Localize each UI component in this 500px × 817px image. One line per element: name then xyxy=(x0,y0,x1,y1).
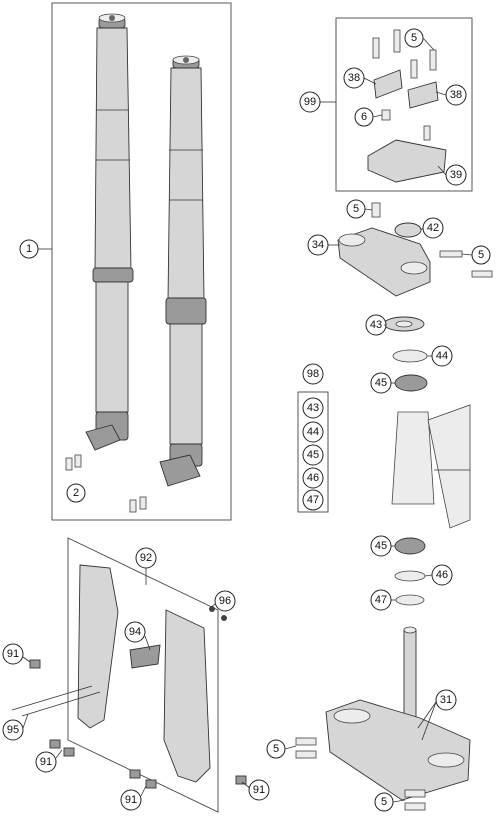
svg-text:2: 2 xyxy=(73,487,79,499)
callout-34: 34 xyxy=(307,234,329,256)
leader-lines xyxy=(22,37,473,803)
svg-text:42: 42 xyxy=(427,222,439,234)
fork-group-frame xyxy=(51,2,232,521)
svg-text:45: 45 xyxy=(375,540,387,552)
callout-47: 47 xyxy=(302,489,324,511)
svg-text:38: 38 xyxy=(450,89,462,101)
callout-31: 31 xyxy=(435,689,457,711)
callout-91: 91 xyxy=(120,789,142,811)
svg-text:46: 46 xyxy=(307,472,319,484)
steering-bearing-lower xyxy=(394,537,426,606)
svg-text:44: 44 xyxy=(436,350,448,362)
clamp-kit-frame xyxy=(335,17,473,192)
guard-fasteners xyxy=(11,606,247,789)
bearing-kit-frame xyxy=(297,391,329,513)
callout-46: 46 xyxy=(302,467,324,489)
lower-clamp-screws xyxy=(295,737,426,811)
callout-94: 94 xyxy=(124,621,146,643)
callout-42: 42 xyxy=(422,217,444,239)
callout-91: 91 xyxy=(2,643,24,665)
callout-39: 39 xyxy=(445,164,467,186)
callout-45: 45 xyxy=(370,372,392,394)
svg-text:39: 39 xyxy=(450,169,462,181)
callout-5: 5 xyxy=(374,792,394,812)
callout-91: 91 xyxy=(35,751,57,773)
callout-44: 44 xyxy=(431,345,453,367)
callout-44: 44 xyxy=(302,421,324,443)
callout-92: 92 xyxy=(135,547,157,569)
svg-text:91: 91 xyxy=(125,794,137,806)
callout-98: 98 xyxy=(302,363,324,385)
callout-43: 43 xyxy=(365,314,387,336)
svg-text:31: 31 xyxy=(440,694,452,706)
svg-text:47: 47 xyxy=(375,594,387,606)
callout-5: 5 xyxy=(471,245,491,265)
svg-text:5: 5 xyxy=(411,32,417,44)
callout-45: 45 xyxy=(302,444,324,466)
svg-text:98: 98 xyxy=(307,368,319,380)
callout-5: 5 xyxy=(346,199,366,219)
svg-text:95: 95 xyxy=(7,724,19,736)
svg-text:91: 91 xyxy=(7,648,19,660)
svg-text:91: 91 xyxy=(253,784,265,796)
fork-leg-right xyxy=(159,55,207,487)
svg-text:92: 92 xyxy=(140,552,152,564)
callout-38: 38 xyxy=(343,67,365,89)
callout-46: 46 xyxy=(431,564,453,586)
svg-text:99: 99 xyxy=(304,96,316,108)
fork-leg-left xyxy=(85,13,134,451)
svg-text:47: 47 xyxy=(307,494,319,506)
callout-5: 5 xyxy=(404,28,424,48)
upper-triple-clamp xyxy=(337,202,493,297)
steering-bearing-upper xyxy=(383,316,428,392)
svg-text:38: 38 xyxy=(348,72,360,84)
fork-guards xyxy=(77,564,211,783)
svg-text:43: 43 xyxy=(370,319,382,331)
callout-43: 43 xyxy=(302,397,324,419)
svg-text:5: 5 xyxy=(381,796,387,808)
fork-clamp-screws xyxy=(65,454,147,513)
callout-91: 91 xyxy=(248,779,270,801)
svg-text:43: 43 xyxy=(307,402,319,414)
fork-guard-frame xyxy=(67,537,219,813)
svg-text:44: 44 xyxy=(307,426,319,438)
svg-text:6: 6 xyxy=(361,111,367,123)
svg-text:94: 94 xyxy=(129,626,141,638)
svg-text:1: 1 xyxy=(26,243,32,255)
handlebar-clamp-parts xyxy=(367,29,447,183)
svg-text:91: 91 xyxy=(40,756,52,768)
callout-96: 96 xyxy=(214,590,236,612)
lower-triple-clamp xyxy=(325,626,471,801)
callout-45: 45 xyxy=(370,535,392,557)
callout-47: 47 xyxy=(370,589,392,611)
svg-text:5: 5 xyxy=(353,203,359,215)
callout-5: 5 xyxy=(266,739,286,759)
svg-text:34: 34 xyxy=(312,239,324,251)
callout-6: 6 xyxy=(354,107,374,127)
callout-2: 2 xyxy=(66,483,86,503)
svg-text:45: 45 xyxy=(375,377,387,389)
svg-text:5: 5 xyxy=(478,249,484,261)
callout-1: 1 xyxy=(19,239,39,259)
callout-95: 95 xyxy=(2,719,24,741)
svg-text:5: 5 xyxy=(273,743,279,755)
callout-38: 38 xyxy=(445,84,467,106)
svg-text:46: 46 xyxy=(436,569,448,581)
frame-head-tube xyxy=(391,404,471,529)
svg-text:45: 45 xyxy=(307,449,319,461)
callout-99: 99 xyxy=(299,91,321,113)
svg-text:96: 96 xyxy=(219,595,231,607)
